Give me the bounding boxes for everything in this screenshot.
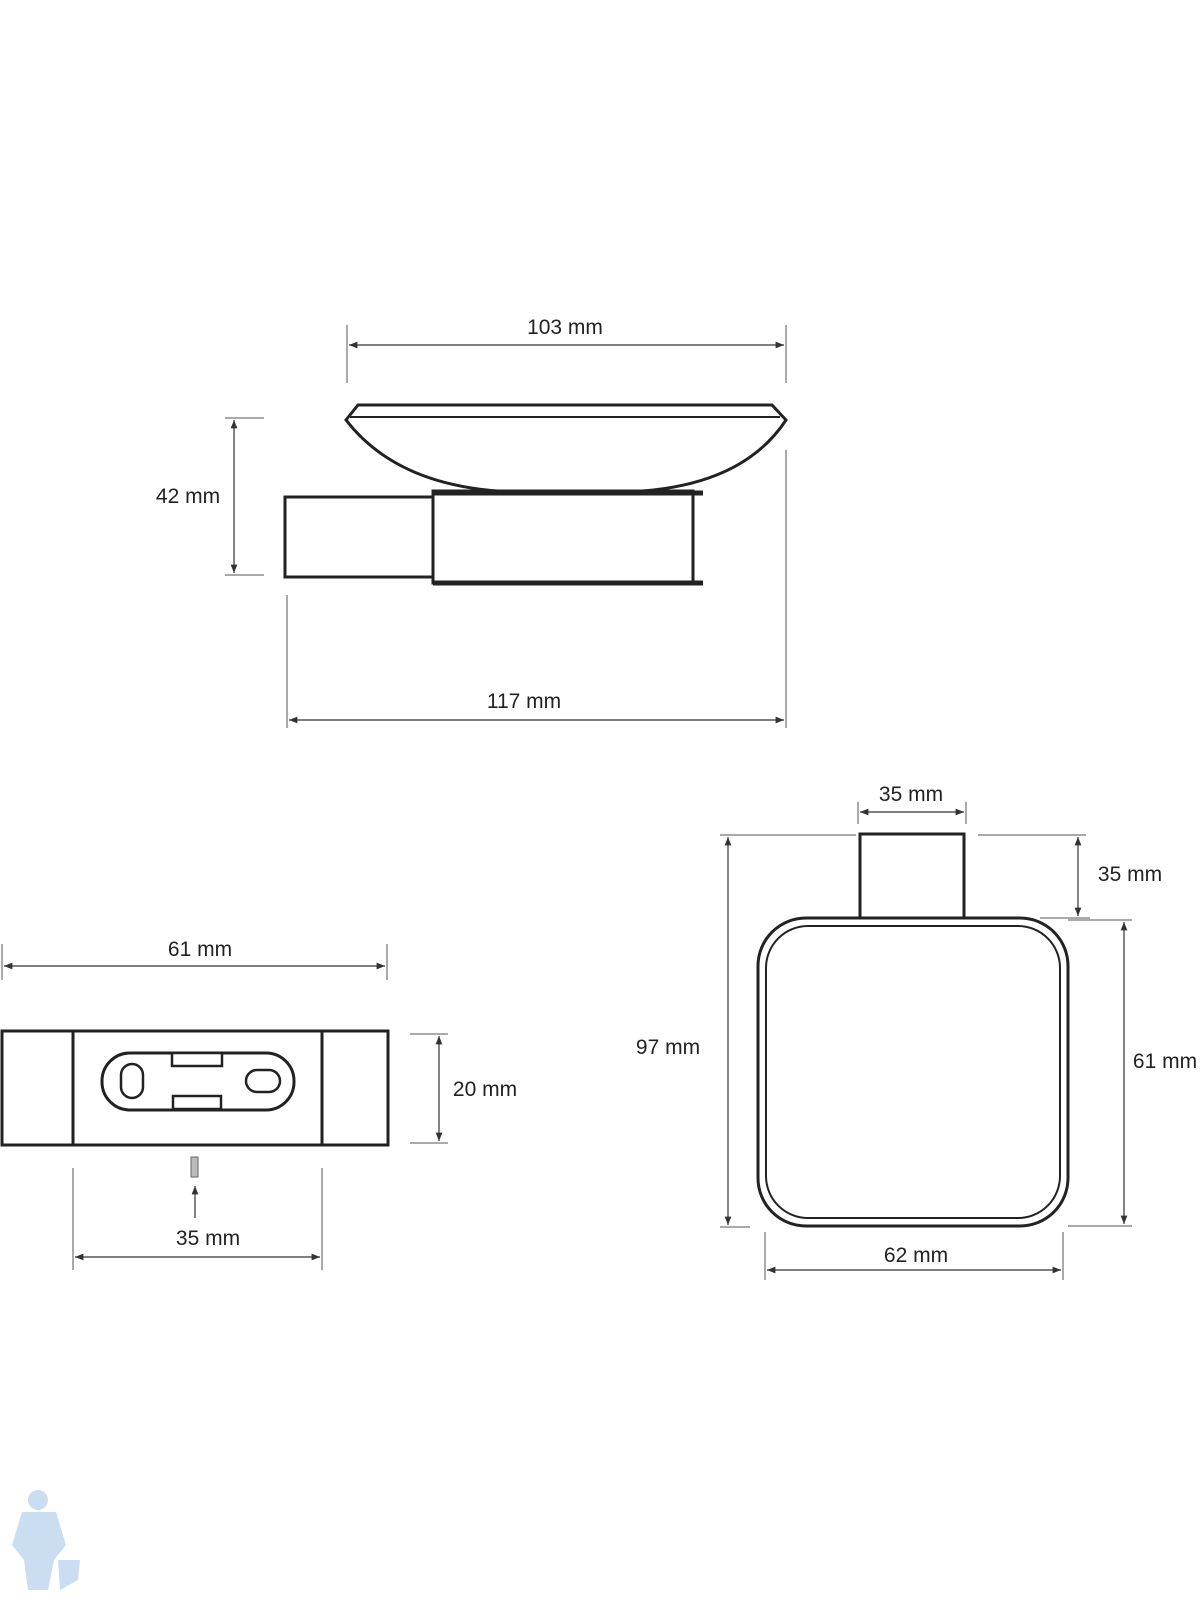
slot-top [170, 1051, 224, 1068]
soap-dish-bowl [344, 403, 788, 494]
bracket-height-label: 20 mm [453, 1078, 517, 1101]
bracket-body [0, 1029, 390, 1147]
dish-depth-label: 61 mm [1133, 1050, 1197, 1073]
plumber-logo-icon [12, 1490, 80, 1590]
arm-length-label: 35 mm [1098, 863, 1162, 886]
bracket-view: 61 mm 20 mm 35 mm [0, 938, 517, 1270]
arm [858, 832, 966, 920]
arm-width-label: 35 mm [879, 783, 943, 806]
holder-frame [431, 489, 695, 585]
slot-bottom [171, 1094, 223, 1111]
screw-icon [190, 1156, 199, 1178]
wall-mount-block [283, 495, 437, 579]
bracket-width-label: 61 mm [168, 938, 232, 961]
height-label: 42 mm [156, 485, 220, 508]
screw-hole-left [119, 1062, 145, 1100]
screw-hole-right [244, 1068, 282, 1094]
dish-width-label: 103 mm [527, 316, 603, 339]
dish-outline [756, 916, 1070, 1228]
side-view: 103 mm 42 mm 117 mm [156, 316, 788, 728]
total-length-label: 97 mm [636, 1036, 700, 1059]
screw-spacing-label: 35 mm [176, 1227, 240, 1250]
top-view: 35 mm 35 mm 97 mm 61 mm 62 mm [636, 783, 1197, 1280]
total-depth-label: 117 mm [487, 690, 561, 713]
dish-width-label: 62 mm [884, 1244, 948, 1267]
dish-inner [765, 925, 1061, 1219]
